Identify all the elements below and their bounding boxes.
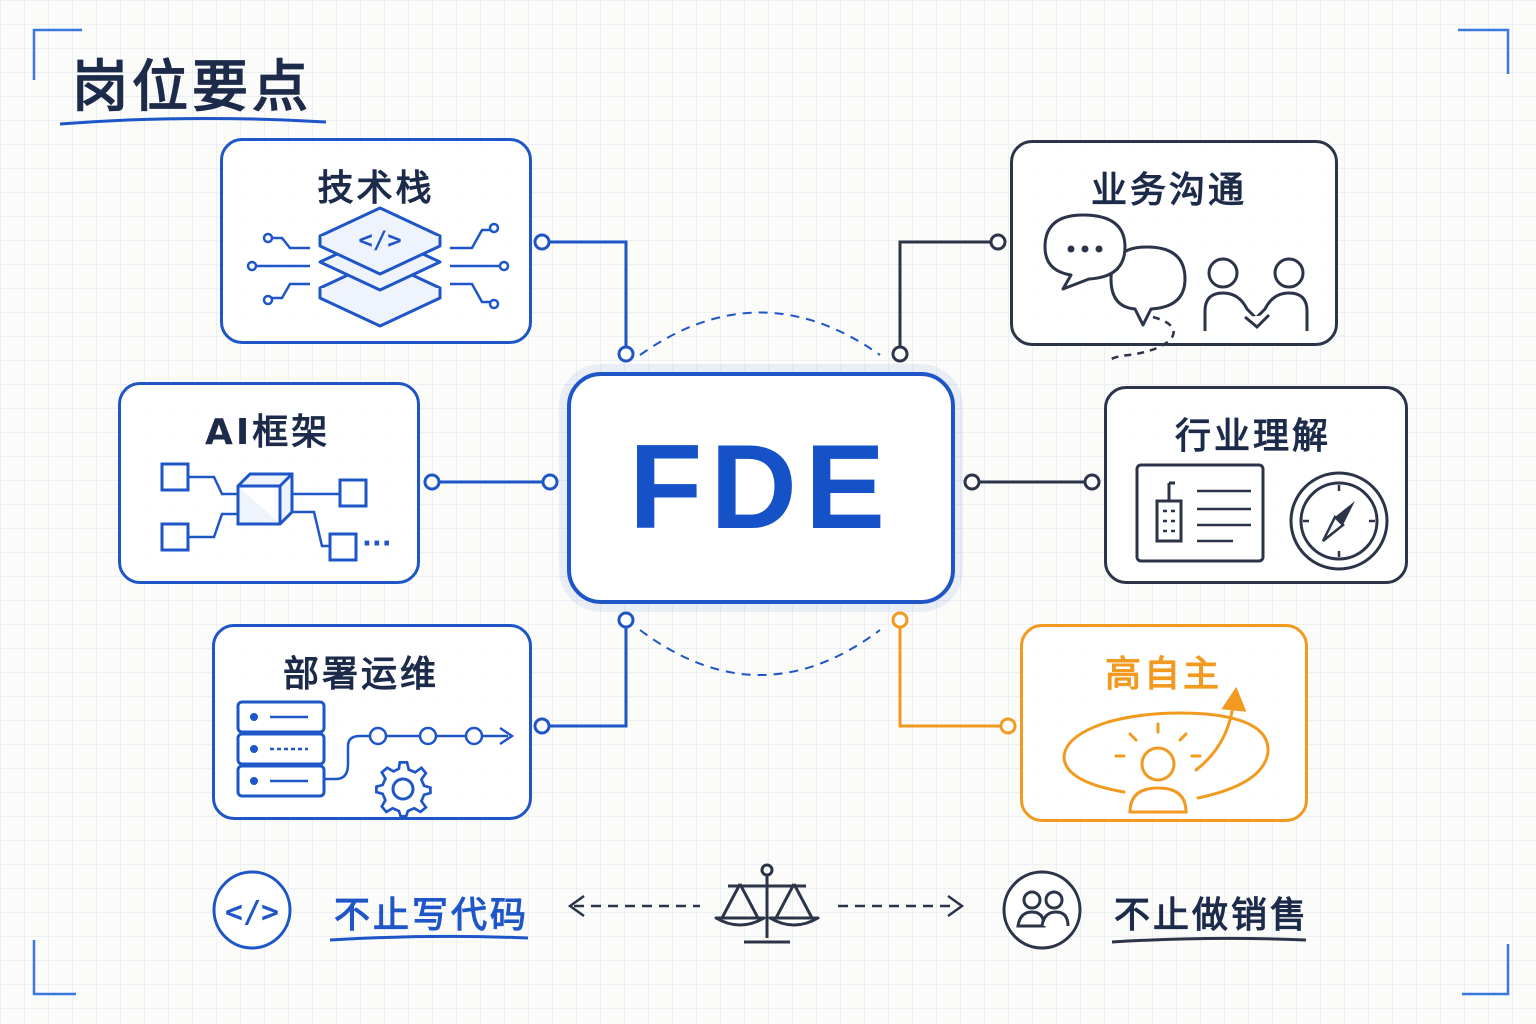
dashed-arc-top bbox=[639, 311, 881, 356]
svg-text:</>: </> bbox=[358, 226, 401, 254]
title-underline bbox=[59, 116, 327, 126]
network-cube-icon: ··· bbox=[160, 462, 392, 562]
code-stack-icon: </> bbox=[246, 206, 510, 328]
person-orbit-icon bbox=[1062, 686, 1270, 814]
compass-icon bbox=[1289, 471, 1389, 571]
gear-icon bbox=[375, 761, 432, 818]
connector-business-comm bbox=[898, 240, 998, 354]
connector-autonomy bbox=[898, 620, 1008, 728]
corner-brackets bbox=[32, 28, 1510, 996]
bottom-label-left: 不止写代码 bbox=[334, 895, 530, 936]
card-title-autonomy: 高自主 bbox=[1105, 654, 1223, 695]
card-autonomy: 高自主 bbox=[1020, 624, 1308, 822]
server-rack-icon bbox=[236, 700, 515, 798]
page-title: 岗位要点 bbox=[72, 55, 312, 120]
card-title-deploy-ops: 部署运维 bbox=[283, 654, 440, 695]
dashed-arc-bottom bbox=[639, 629, 881, 676]
center-node-fde: FDE bbox=[567, 372, 955, 604]
card-title-industry: 行业理解 bbox=[1175, 416, 1332, 457]
connector-deploy-ops bbox=[550, 620, 628, 728]
card-title-business-comm: 业务沟通 bbox=[1091, 170, 1248, 211]
company-card-icon bbox=[1135, 463, 1265, 563]
svg-text:···: ··· bbox=[362, 529, 392, 559]
card-deploy-ops: 部署运维 bbox=[212, 624, 532, 820]
card-title-ai-framework: AI框架 bbox=[205, 412, 331, 453]
center-label: FDE bbox=[629, 420, 893, 554]
card-tech-stack: 技术栈 </> bbox=[220, 138, 532, 344]
card-title-tech-stack: 技术栈 bbox=[317, 168, 435, 209]
handshake-icon bbox=[1203, 257, 1309, 331]
card-industry: 行业理解 bbox=[1104, 386, 1408, 584]
card-business-comm: 业务沟通 bbox=[1010, 140, 1338, 361]
card-ai-framework: AI框架 ··· bbox=[118, 382, 420, 584]
bottom-label-right: 不止做销售 bbox=[1114, 895, 1310, 936]
connector-tech-stack bbox=[550, 240, 628, 354]
chat-bubbles-icon bbox=[1043, 213, 1187, 361]
